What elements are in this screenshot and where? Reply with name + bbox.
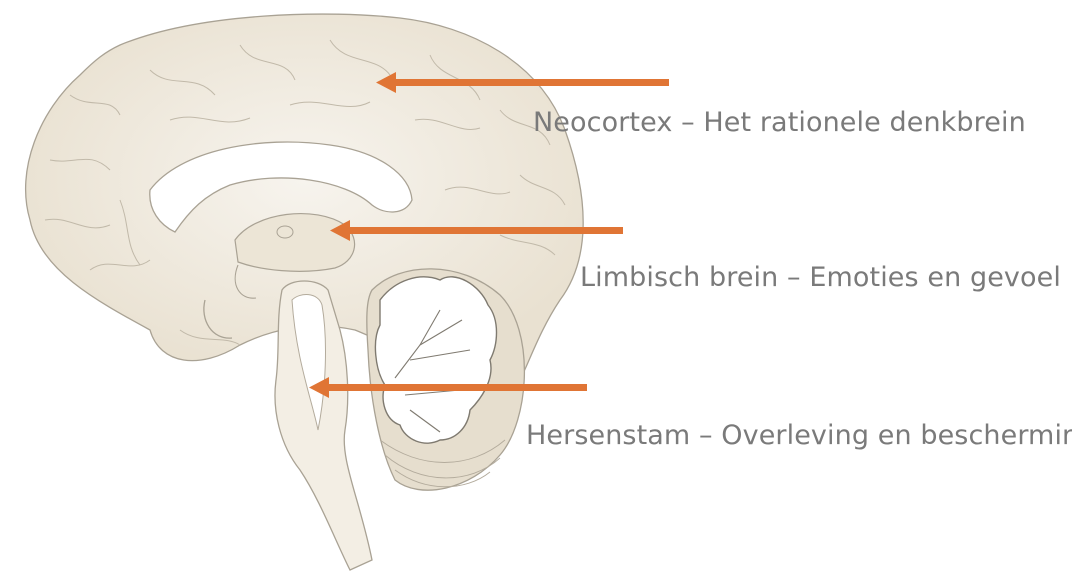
brainstem-label: Hersenstam – Overleving en bescherming: [526, 420, 1072, 451]
neocortex-label: Neocortex – Het rationele denkbrein: [533, 107, 1026, 138]
limbic-label: Limbisch brein – Emoties en gevoel: [580, 262, 1061, 293]
